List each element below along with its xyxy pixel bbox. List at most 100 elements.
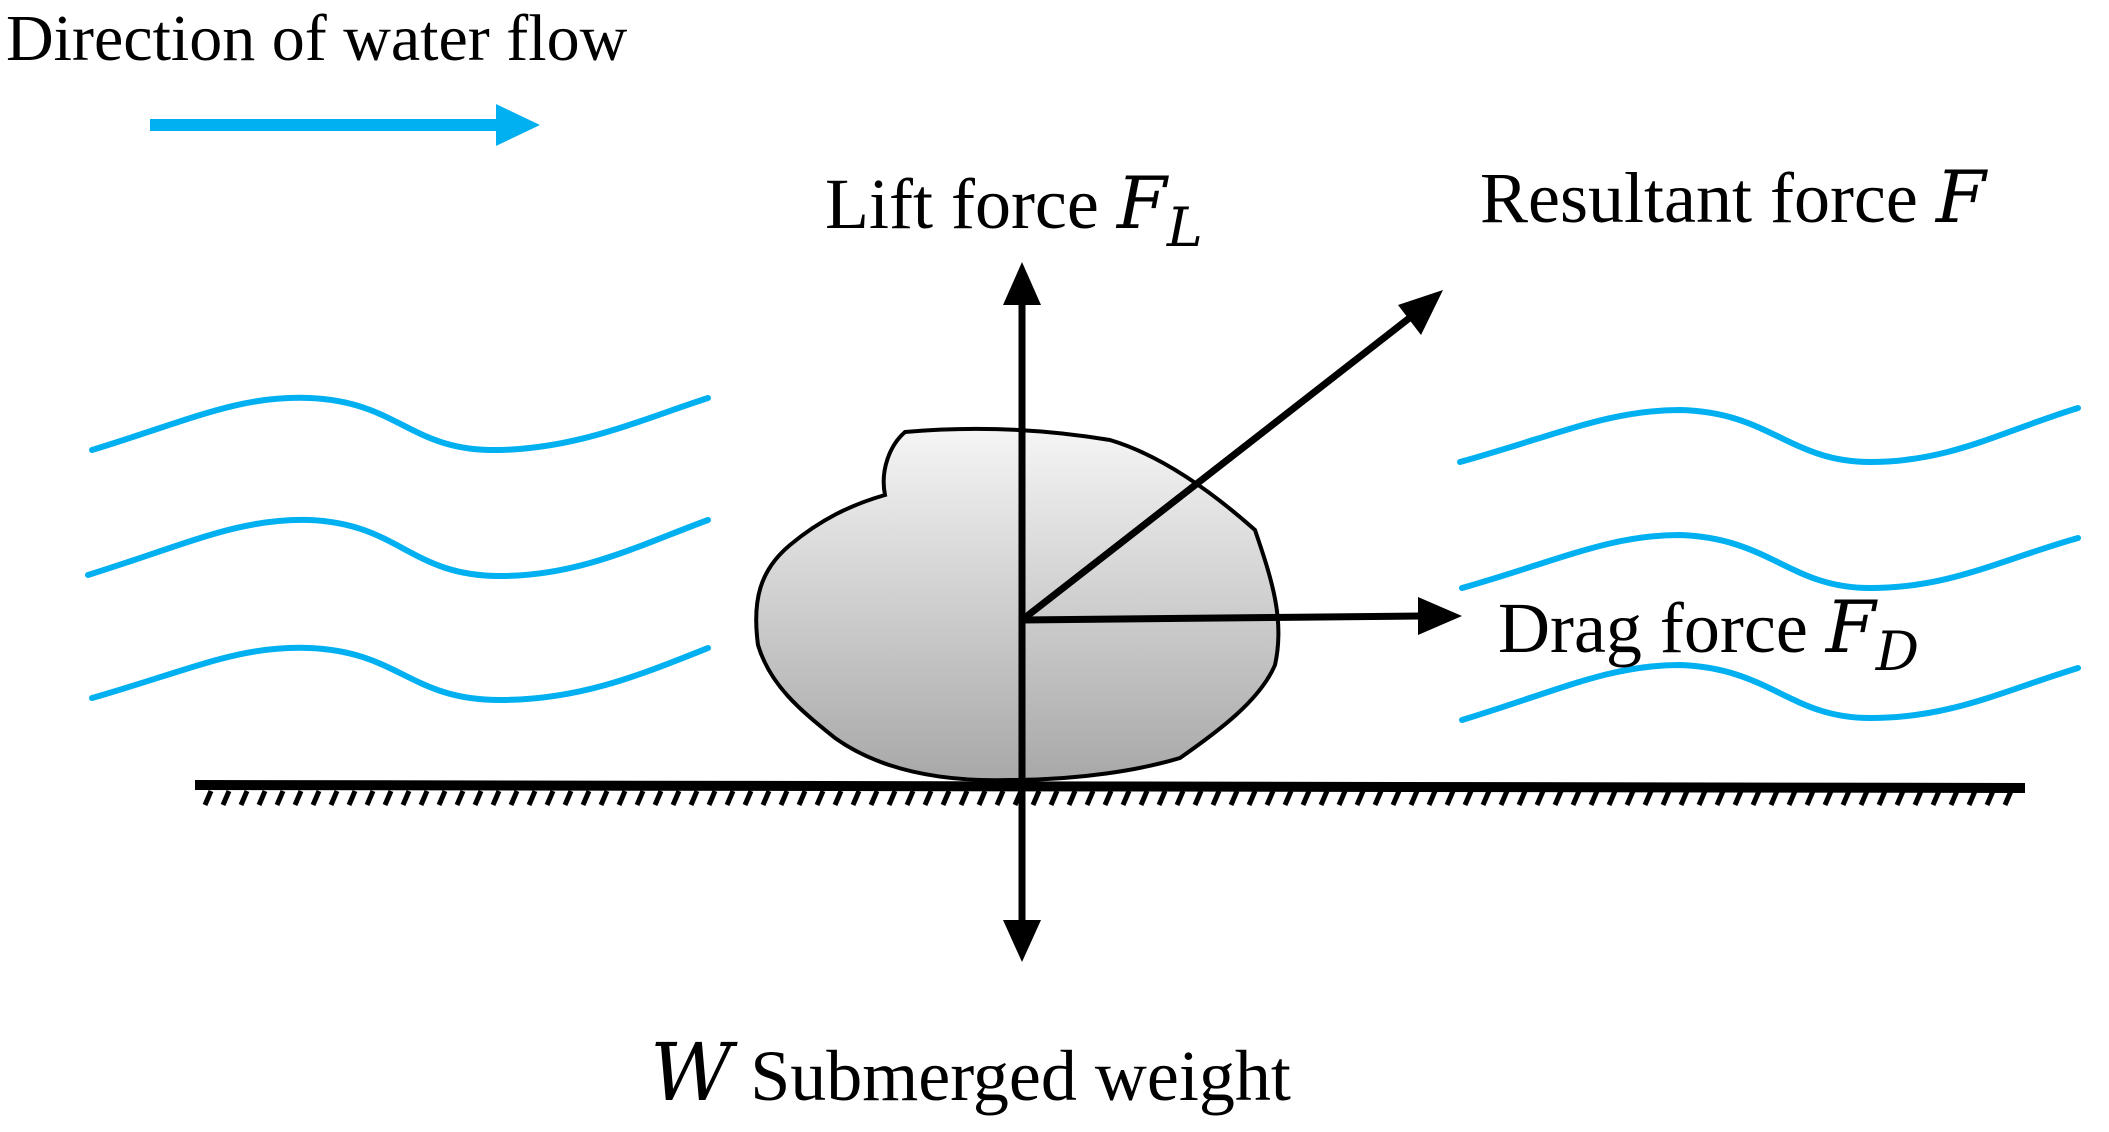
water-waves-right [1457, 405, 2081, 723]
bed-hatch-mark [1228, 790, 1240, 806]
bed-hatch-mark [1570, 790, 1582, 806]
bed-hatch-mark [508, 790, 520, 806]
bed-hatch-mark [1876, 790, 1888, 806]
bed-hatch-mark [1930, 790, 1942, 806]
bed-hatch-mark [1444, 790, 1456, 806]
drag-force-label: Drag force FD [1498, 585, 1919, 683]
bed-hatch-mark [1426, 790, 1438, 806]
bed-hatch-mark [832, 790, 844, 806]
bed-hatch-mark [1120, 790, 1132, 806]
bed-hatch-mark [1030, 790, 1042, 806]
bed-hatch-mark [1102, 790, 1114, 806]
bed-hatch-mark [562, 790, 574, 806]
wave-line [1459, 531, 2081, 592]
bed-hatch-mark [1354, 790, 1366, 806]
resultant-force-label: Resultant force F [1480, 155, 1989, 239]
bed-hatch-mark [724, 790, 736, 806]
bed-hatch-mark [1804, 790, 1816, 806]
bed-hatch-mark [1282, 790, 1294, 806]
bed-hatch-mark [598, 790, 610, 806]
bed-hatch-mark [1696, 790, 1708, 806]
bed-hatch-mark [418, 790, 430, 806]
bed-hatch-mark [310, 790, 322, 806]
bed-hatch-mark [796, 790, 808, 806]
bed-hatch-mark [1408, 790, 1420, 806]
bed-hatch-mark [1822, 790, 1834, 806]
bed-hatch-mark [1894, 790, 1906, 806]
bed-hatch-mark [1264, 790, 1276, 806]
bed-hatch-mark [1966, 790, 1978, 806]
bed-hatch-mark [1624, 790, 1636, 806]
bed-hatch-mark [1480, 790, 1492, 806]
bed-hatch-mark [634, 790, 646, 806]
bed-hatch-mark [940, 790, 952, 806]
bed-hatch-mark [1192, 790, 1204, 806]
bed-hatch-mark [994, 790, 1006, 806]
bed-hatch-mark [1768, 790, 1780, 806]
bed-hatch-mark [238, 790, 250, 806]
bed-hatch-mark [886, 790, 898, 806]
flow-direction-label: Direction of water flow [6, 2, 628, 75]
bed-hatch-mark [202, 790, 214, 806]
wave-line [89, 644, 711, 704]
sediment-particle [754, 426, 1281, 783]
bed-hatch-mark [652, 790, 664, 806]
bed-hatch-mark [544, 790, 556, 806]
bed-hatch-mark [490, 790, 502, 806]
bed-hatch-mark [346, 790, 358, 806]
bed-hatch-mark [760, 790, 772, 806]
bed-hatch-mark [742, 790, 754, 806]
bed-hatch-mark [1156, 790, 1168, 806]
bed-hatch-mark [904, 790, 916, 806]
bed-hatch-mark [400, 790, 412, 806]
bed-hatch-mark [976, 790, 988, 806]
bed-hatch-mark [292, 790, 304, 806]
bed-hatch-mark [778, 790, 790, 806]
wave-line [89, 394, 711, 454]
bed-hatch-mark [1336, 790, 1348, 806]
lift-force-arrow [1003, 262, 1041, 620]
bed-hatch-mark [454, 790, 466, 806]
bed-hatch-mark [616, 790, 628, 806]
bed-hatch-mark [958, 790, 970, 806]
bed-hatch-mark [1912, 790, 1924, 806]
submerged-weight-label: W Submerged weight [650, 1026, 1291, 1119]
bed-hatch-mark [2002, 790, 2014, 806]
bed-hatch-mark [1246, 790, 1258, 806]
bed-hatch-mark [868, 790, 880, 806]
bed-hatch-mark [1678, 790, 1690, 806]
wave-line [1457, 405, 2081, 466]
flow-direction-arrow [150, 104, 540, 146]
bed-hatch-mark [580, 790, 592, 806]
submerged-weight-arrow [1003, 620, 1041, 962]
bed-hatch-mark [1138, 790, 1150, 806]
bed-hatch-mark [364, 790, 376, 806]
bed-hatch-mark [1066, 790, 1078, 806]
bed-hatch-mark [1048, 790, 1060, 806]
bed-hatch-mark [1498, 790, 1510, 806]
bed-hatch-mark [1858, 790, 1870, 806]
bed-hatch-mark [256, 790, 268, 806]
bed-hatch-mark [220, 790, 232, 806]
bed-hatch-mark [382, 790, 394, 806]
bed-hatch-mark [274, 790, 286, 806]
bed-hatch-mark [1390, 790, 1402, 806]
bed-hatch-mark [1786, 790, 1798, 806]
bed-hatch-mark [1660, 790, 1672, 806]
wave-line [85, 516, 711, 580]
bed-hatch-mark [1318, 790, 1330, 806]
bed-hatch-mark [1516, 790, 1528, 806]
bed-hatch-mark [1534, 790, 1546, 806]
bed-hatch-mark [1174, 790, 1186, 806]
bed-hatch-mark [472, 790, 484, 806]
lift-force-label: Lift force FL [825, 161, 1203, 259]
bed-hatch-mark [1084, 790, 1096, 806]
bed-hatch-mark [1642, 790, 1654, 806]
bed-hatch-mark [922, 790, 934, 806]
bed-hatch-mark [670, 790, 682, 806]
bed-hatch-mark [850, 790, 862, 806]
wave-line [1459, 661, 2081, 723]
bed-hatch-mark [706, 790, 718, 806]
bed-hatch-mark [1840, 790, 1852, 806]
